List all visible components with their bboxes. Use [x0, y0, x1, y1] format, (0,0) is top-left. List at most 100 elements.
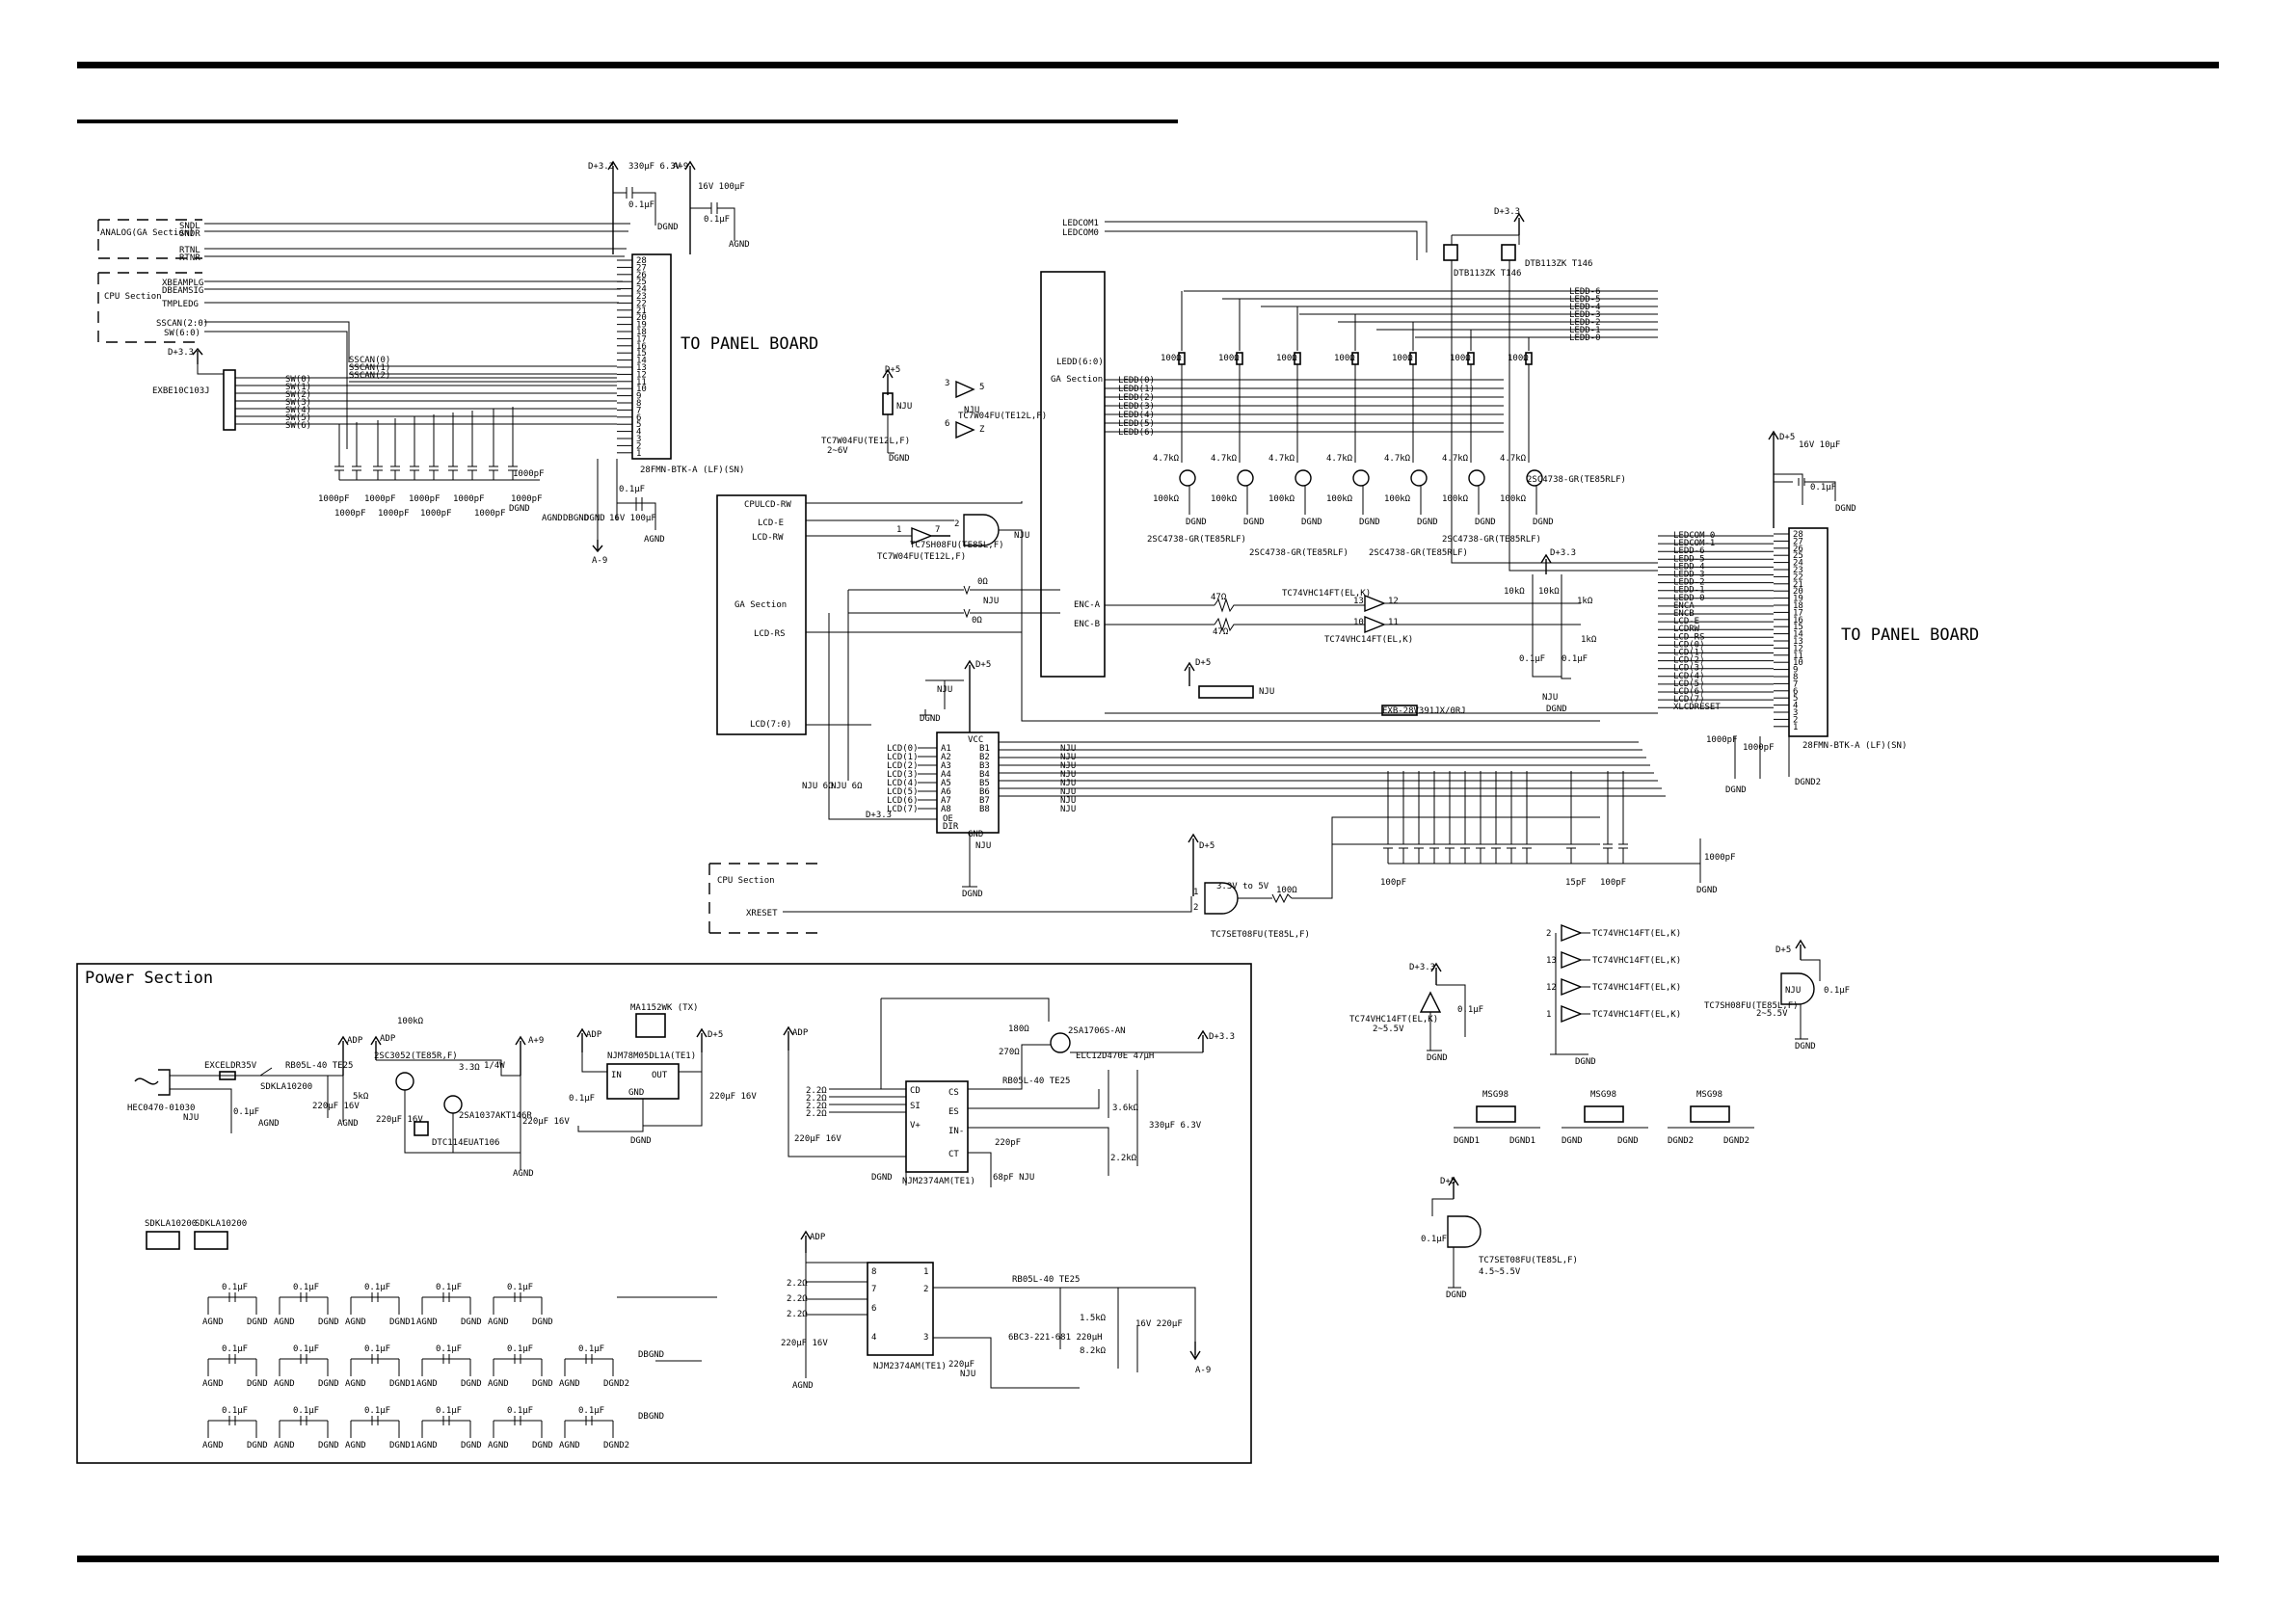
conn-right-cap2: 0.1µF: [1810, 483, 1836, 492]
a9-label: A+9: [673, 162, 688, 172]
ledd-item-0: LEDD(0): [1118, 376, 1155, 386]
q-top-2: [1501, 244, 1516, 261]
bypass-gnd-a-2-0: AGND: [202, 1441, 224, 1450]
cap-row-left: [334, 407, 540, 481]
sw2-r3: 2.2Ω: [787, 1310, 808, 1319]
resnet-pwr-label: D+3.3: [168, 348, 194, 358]
bypass-cap-2-3: 0.1µF: [436, 1406, 462, 1416]
conn-right-pin-num: 24: [1793, 559, 1803, 569]
sw1-r180: 180Ω: [1008, 1024, 1029, 1034]
d33-arrow-left: [607, 160, 619, 254]
sw2-p1: 1: [923, 1267, 928, 1277]
led-r100k-0: 100kΩ: [1153, 494, 1180, 504]
a9-bottom-arrow: [592, 540, 603, 553]
sw1-es: ES: [948, 1107, 959, 1117]
pwr-q1: [395, 1072, 414, 1091]
ga-led-label: GA Section: [1051, 375, 1103, 385]
conn-right-dgnd: DGND: [1835, 504, 1856, 514]
msg-gnd-b-2: DGND2: [1723, 1136, 1749, 1146]
led-resnet-body: [1381, 705, 1418, 716]
pwr-trans3: DTC114EUAT106: [432, 1138, 499, 1148]
enc-dgnd: DGND: [1546, 705, 1567, 714]
buf-b-5: B6: [979, 787, 990, 797]
sw1-r2: 2.2Ω: [806, 1094, 827, 1104]
ndc-b-label: SDKLA10200: [195, 1219, 247, 1229]
conn-right-pin-num: 11: [1793, 652, 1803, 661]
bypass-gnd-b-1-4: DGND: [532, 1379, 553, 1389]
pwr-jack: HEC0470-01030: [127, 1104, 195, 1113]
led-r100k-1: 100kΩ: [1211, 494, 1238, 504]
conn-left-pin-num: 16: [636, 342, 647, 352]
analog-section-label: ANALOG(GA Section): [100, 228, 195, 238]
pwr-ferrite: EXCELDR35V: [204, 1061, 257, 1071]
conn-right-pin-num: 20: [1793, 587, 1803, 597]
led-r47-2: 4.7kΩ: [1268, 454, 1295, 464]
sw1-cap330: 330µF 6.3V: [1149, 1121, 1202, 1131]
pwr-rw: 1/4W: [484, 1061, 505, 1071]
sw2-p8: 8: [871, 1267, 876, 1277]
bot-dbgnd-1: DBGND: [638, 1350, 664, 1360]
bypass-gnd-b-2-4: DGND: [532, 1441, 553, 1450]
sub-rule: [77, 120, 1178, 123]
sig-rtnl: RTNL: [179, 246, 200, 255]
sw1-si: SI: [910, 1102, 921, 1111]
sw1-r1: 2.2Ω: [806, 1086, 827, 1096]
bypass-cap-1-5: 0.1µF: [578, 1344, 604, 1354]
enc-a: ENC-A: [1074, 600, 1101, 610]
led-q: [1526, 469, 1543, 487]
cap-l-7: 1000pF: [474, 509, 506, 519]
bot-dbgnd-2: DBGND: [638, 1412, 664, 1422]
buf-nju-4: NJU: [1060, 779, 1076, 788]
bypass-cap-1-3: 0.1µF: [436, 1344, 462, 1354]
enc-r47a: 47Ω: [1211, 593, 1227, 602]
led-q: [1179, 469, 1196, 487]
sw2-cap16: 16V 220µF: [1135, 1319, 1183, 1329]
buf-b-4: B5: [979, 779, 990, 788]
right-cap-a: 1000pF: [1706, 735, 1738, 745]
q-top-2-label: DTB113ZK T146: [1525, 259, 1592, 269]
conn-right-pin-num: 27: [1793, 537, 1803, 546]
connector-left-part: 28FMN-BTK-A (LF)(SN): [640, 466, 744, 475]
led-net-5: LEDD-1: [1569, 326, 1601, 335]
connector-right-pins: 2827262524232221201918171615141312111098…: [1774, 530, 1803, 732]
conn-left-pin-num: 26: [636, 271, 647, 280]
sw-5: SW(5): [285, 413, 311, 423]
conn-right-d5: D+5: [1779, 433, 1795, 442]
sw1-trans: 2SA1706S-AN: [1068, 1026, 1126, 1036]
reset-r: 100Ω: [1276, 886, 1297, 895]
dgnd-top-left: DGND: [657, 223, 679, 232]
conn-left-pin-num: 2: [636, 441, 641, 451]
sw-1: SW(1): [285, 383, 311, 392]
lcd-inv-pin1: 1: [896, 525, 901, 535]
msg-0: MSG98: [1482, 1090, 1508, 1100]
sw1-ind: ELC12D470E 47µH: [1076, 1051, 1154, 1061]
bypass-cap-0-4: 0.1µF: [507, 1283, 533, 1292]
pwr-cap01: 0.1µF: [233, 1107, 259, 1117]
inv-pin-3: 3: [945, 379, 949, 388]
connector-right-part: 28FMN-BTK-A (LF)(SN): [1802, 741, 1907, 751]
cpu-section-box: [97, 272, 202, 343]
sw2-cap220b: 220µF: [948, 1360, 974, 1370]
power-section: Power Section HEC0470-01030 EXCELDR35V S…: [76, 963, 1252, 1464]
led-r47-6: 4.7kΩ: [1500, 454, 1527, 464]
sw-6: SW(6): [285, 421, 311, 431]
logic-range-c: 4.5~5.5V: [1479, 1267, 1521, 1277]
logic-range-b: 2~5.5V: [1756, 1009, 1788, 1019]
ledd-rows: LEDD(0)LEDD(1)LEDD(2)LEDD(3)LEDD(4)LEDD(…: [1105, 376, 1504, 438]
led-net-2: LEDD-4: [1569, 303, 1601, 312]
conn-left-pin-num: 19: [636, 321, 647, 331]
buf-lcd-3: LCD(3): [887, 770, 919, 780]
buf-b-2: B3: [979, 761, 990, 771]
conn-left-pin-num: 3: [636, 435, 641, 444]
reset-level: 3.3V to 5V: [1216, 882, 1269, 891]
pwr-d5: D+5: [707, 1030, 723, 1040]
bypass-gnd-b-0-1: DGND: [318, 1317, 339, 1327]
inv-small-chip2: TC7W04FU(TE12L,F): [958, 412, 1047, 421]
ga-led-ledd: LEDD(6:0): [1056, 358, 1104, 367]
conn-right-pin-num: 3: [1793, 708, 1798, 718]
bypass-gnd-b-1-5: DGND2: [603, 1379, 629, 1389]
led-r100k-4: 100kΩ: [1384, 494, 1411, 504]
lcd-rs: LCD-RS: [754, 629, 786, 639]
conn-right-pin-num: 25: [1793, 551, 1803, 561]
